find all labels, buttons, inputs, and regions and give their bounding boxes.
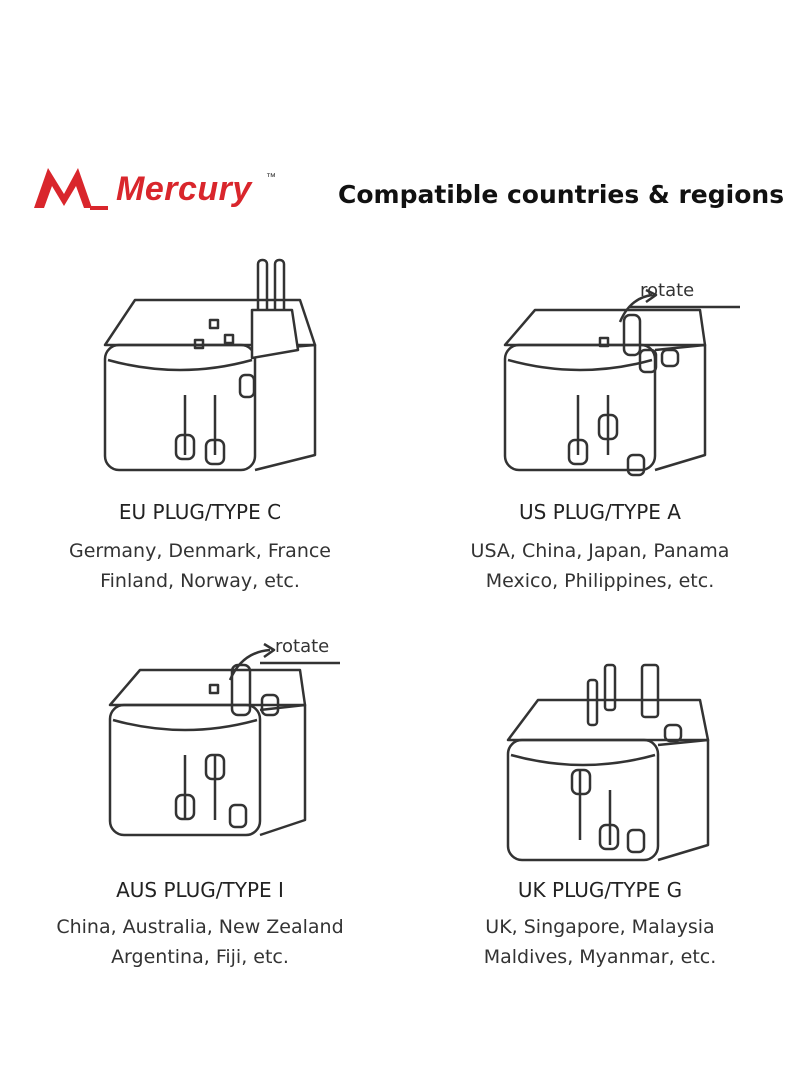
plug-type-title: US PLUG/TYPE A (519, 500, 681, 524)
panel-uk-plug: UK PLUG/TYPE G UK, Singapore, Malaysia M… (400, 630, 800, 1030)
countries-line-2: Maldives, Myanmar, etc. (483, 946, 717, 968)
adapter-eu-illustration (103, 258, 317, 472)
countries-line-1: Germany, Denmark, France (69, 540, 331, 562)
mercury-logo: Mercury ™ (30, 160, 276, 220)
adapter-us-illustration (503, 288, 740, 477)
adapter-uk-illustration (506, 663, 710, 862)
trademark-symbol: ™ (266, 172, 276, 183)
plug-type-title: AUS PLUG/TYPE I (116, 878, 284, 902)
panel-us-plug: rotate US PLUG/TYPE A USA, China, Japan,… (400, 250, 800, 650)
brand-name: Mercury (116, 170, 252, 208)
countries-line-2: Finland, Norway, etc. (100, 570, 300, 592)
panel-eu-plug: EU PLUG/TYPE C Germany, Denmark, France … (0, 250, 400, 650)
countries-line-1: UK, Singapore, Malaysia (485, 916, 715, 938)
adapter-aus-illustration (108, 642, 340, 837)
countries-line-2: Argentina, Fiji, etc. (111, 946, 289, 968)
rotate-label: rotate (275, 636, 330, 657)
countries-line-2: Mexico, Philippines, etc. (485, 570, 715, 592)
plug-type-title: EU PLUG/TYPE C (118, 500, 282, 524)
mercury-m-icon (34, 168, 108, 210)
countries-line-1: China, Australia, New Zealand (56, 916, 344, 938)
page-title: Compatible countries & regions (338, 180, 785, 209)
countries-line-1: USA, China, Japan, Panama (470, 540, 730, 562)
panel-aus-plug: rotate AUS PLUG/TYPE I China, Australia,… (0, 630, 400, 1030)
plug-type-title: UK PLUG/TYPE G (517, 878, 683, 902)
